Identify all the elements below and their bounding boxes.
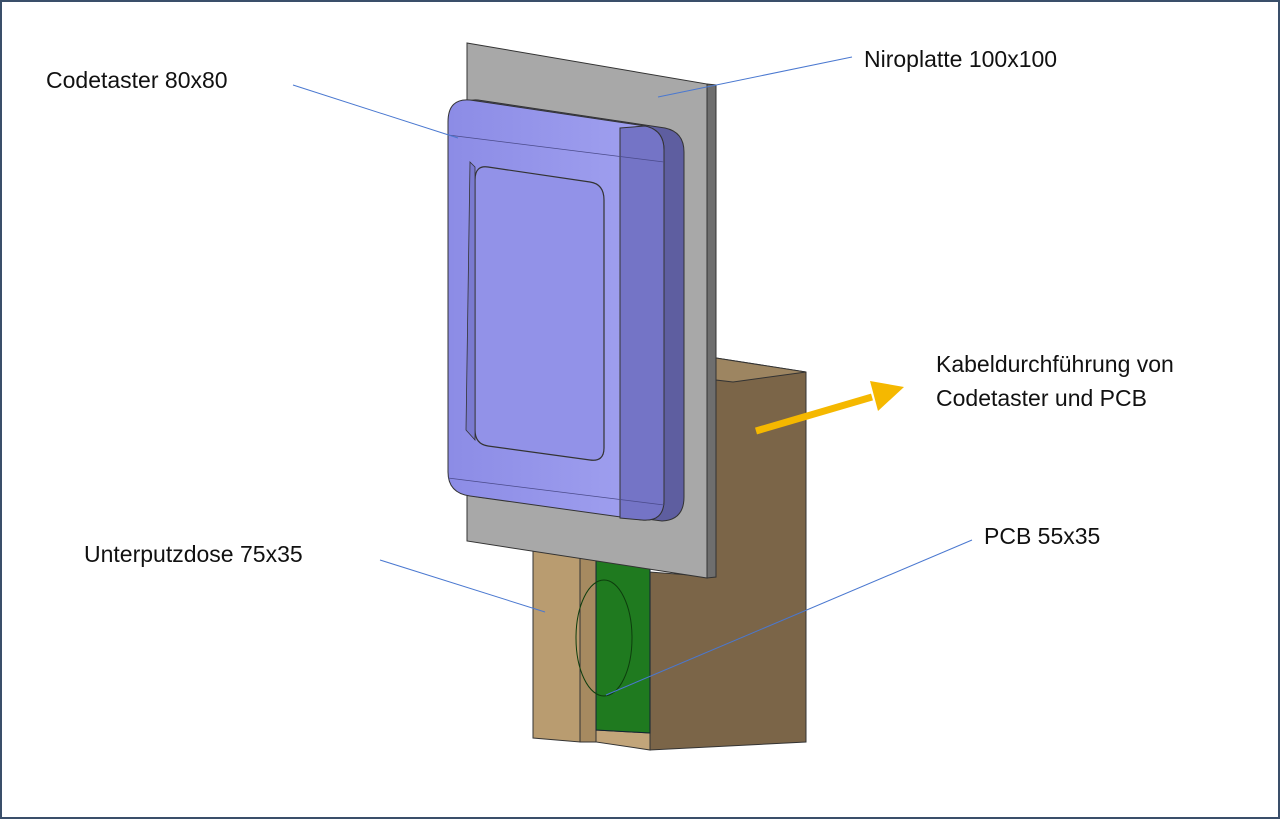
pcb-component: [575, 579, 633, 697]
leader-pcb: [605, 539, 973, 696]
cable-arrow: [755, 381, 904, 435]
label-kabel-line2: Codetaster und PCB: [936, 385, 1147, 411]
label-niroplatte: Niroplatte 100x100: [864, 46, 1058, 72]
label-pcb: PCB 55x35: [984, 523, 1101, 549]
keypad-side-face: [619, 125, 665, 521]
cable-arrow-shaft: [755, 393, 873, 435]
keypad-inner-bevel: [465, 161, 476, 442]
leader-unterputzdose: [379, 559, 546, 613]
keypad-edge-line: [447, 477, 665, 506]
pcb-board: [595, 556, 651, 734]
plate-edge: [706, 83, 717, 579]
junction-box-left-face: [532, 547, 581, 743]
label-unterputzdose: Unterputzdose 75x35: [84, 541, 303, 567]
label-kabeldurchfuehrung: Kabeldurchführung von Codetaster und PCB: [936, 347, 1174, 415]
leader-codetaster: [292, 84, 459, 139]
keypad-edge-line: [447, 134, 665, 163]
leader-niroplatte: [657, 56, 853, 98]
label-codetaster: Codetaster 80x80: [46, 67, 228, 93]
junction-box: [532, 357, 807, 751]
keypad-inner-field: [474, 166, 605, 461]
keypad: [447, 99, 685, 522]
leader-lines: [292, 56, 973, 696]
label-kabel-line1: Kabeldurchführung von: [936, 351, 1174, 377]
junction-box-front-wall: [579, 549, 597, 743]
cable-arrow-head: [870, 381, 904, 411]
